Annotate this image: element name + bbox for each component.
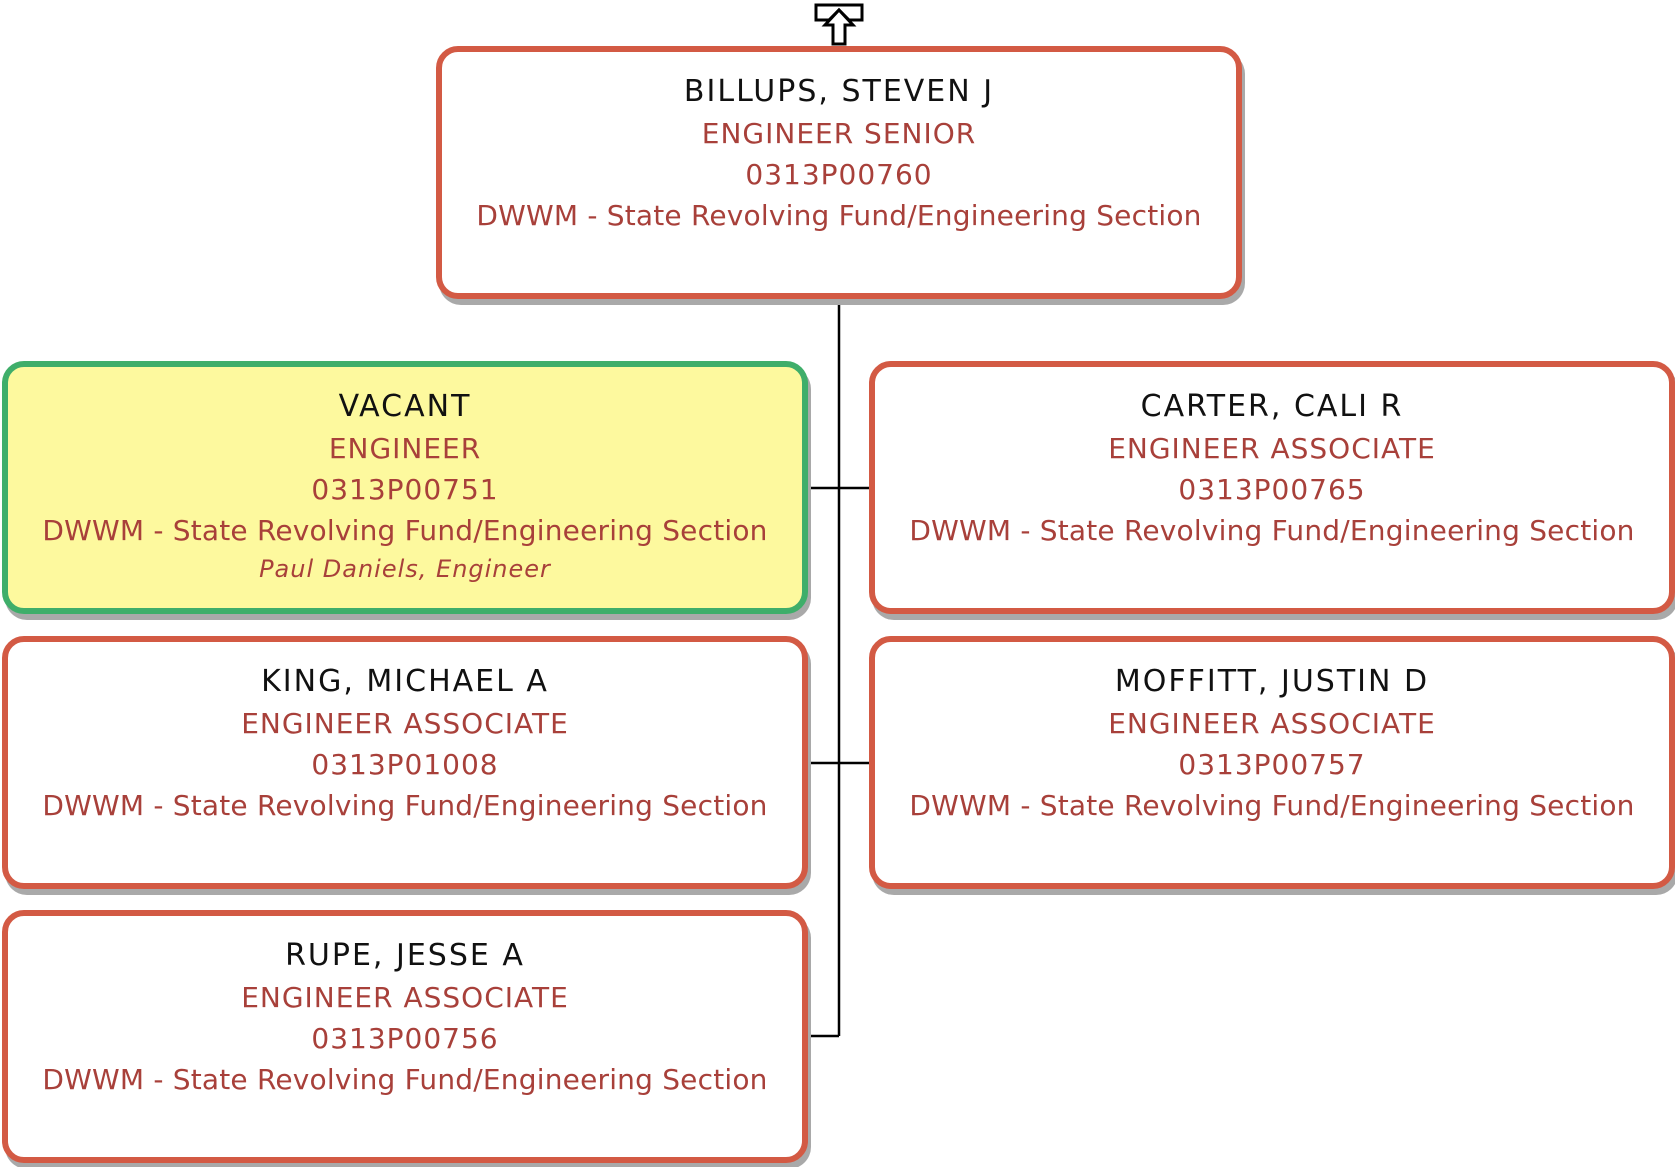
- employee-name: CARTER, CALI R: [1140, 389, 1404, 424]
- job-title: ENGINEER ASSOCIATE: [241, 981, 569, 1014]
- job-title: ENGINEER ASSOCIATE: [1108, 432, 1436, 465]
- employee-name: VACANT: [338, 389, 472, 424]
- position-number: 0313P00751: [311, 473, 499, 506]
- employee-name: BILLUPS, STEVEN J: [683, 74, 995, 109]
- employee-name: RUPE, JESSE A: [285, 938, 525, 973]
- org-node-king[interactable]: KING, MICHAEL A ENGINEER ASSOCIATE 0313P…: [2, 636, 808, 889]
- job-title: ENGINEER SENIOR: [701, 117, 977, 150]
- job-title: ENGINEER: [328, 432, 482, 465]
- position-number: 0313P01008: [311, 748, 499, 781]
- position-number: 0313P00760: [745, 158, 933, 191]
- department: DWWM - State Revolving Fund/Engineering …: [909, 789, 1635, 822]
- org-node-vacant[interactable]: VACANT ENGINEER 0313P00751 DWWM - State …: [2, 361, 808, 614]
- department: DWWM - State Revolving Fund/Engineering …: [42, 514, 768, 547]
- employee-name: MOFFITT, JUSTIN D: [1114, 664, 1430, 699]
- org-node-root[interactable]: BILLUPS, STEVEN J ENGINEER SENIOR 0313P0…: [436, 46, 1242, 299]
- org-node-moffitt[interactable]: MOFFITT, JUSTIN D ENGINEER ASSOCIATE 031…: [869, 636, 1675, 889]
- org-node-rupe[interactable]: RUPE, JESSE A ENGINEER ASSOCIATE 0313P00…: [2, 910, 808, 1163]
- job-title: ENGINEER ASSOCIATE: [1108, 707, 1436, 740]
- vacancy-note: Paul Daniels, Engineer: [259, 555, 551, 583]
- position-number: 0313P00765: [1178, 473, 1366, 506]
- position-number: 0313P00757: [1178, 748, 1366, 781]
- position-number: 0313P00756: [311, 1022, 499, 1055]
- department: DWWM - State Revolving Fund/Engineering …: [42, 1063, 768, 1096]
- department: DWWM - State Revolving Fund/Engineering …: [909, 514, 1635, 547]
- department: DWWM - State Revolving Fund/Engineering …: [42, 789, 768, 822]
- department: DWWM - State Revolving Fund/Engineering …: [476, 199, 1202, 232]
- org-node-carter[interactable]: CARTER, CALI R ENGINEER ASSOCIATE 0313P0…: [869, 361, 1675, 614]
- job-title: ENGINEER ASSOCIATE: [241, 707, 569, 740]
- employee-name: KING, MICHAEL A: [261, 664, 549, 699]
- up-arrow-icon[interactable]: [813, 2, 865, 48]
